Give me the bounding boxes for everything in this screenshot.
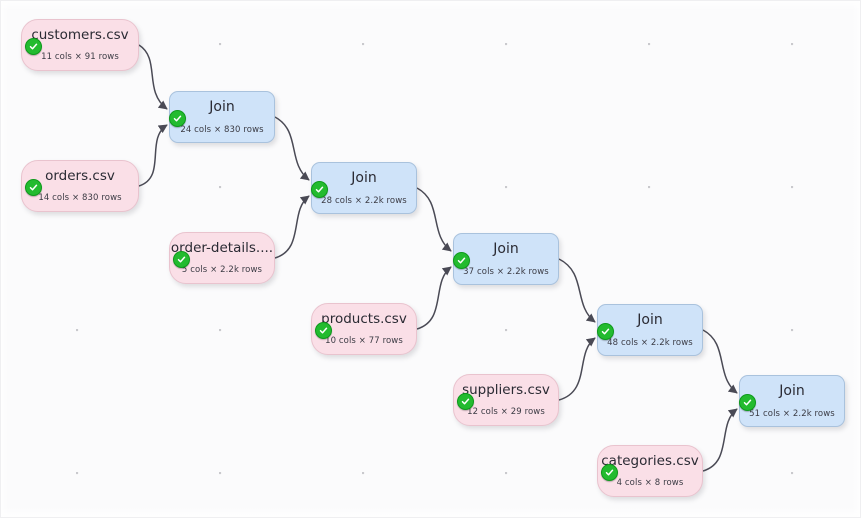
node-join-1[interactable]: Join 24 cols × 830 rows (169, 91, 275, 143)
node-subtitle: 4 cols × 8 rows (616, 478, 684, 489)
node-title: Join (779, 383, 805, 400)
node-suppliers-csv[interactable]: suppliers.csv 12 cols × 29 rows (453, 374, 559, 426)
node-title: suppliers.csv (462, 381, 550, 398)
node-products-csv[interactable]: products.csv 10 cols × 77 rows (311, 303, 417, 355)
check-icon (453, 252, 470, 269)
check-icon (601, 464, 618, 481)
node-subtitle: 10 cols × 77 rows (325, 336, 403, 347)
node-subtitle: 11 cols × 91 rows (41, 52, 119, 63)
node-join-3[interactable]: Join 37 cols × 2.2k rows (453, 233, 559, 285)
check-icon (173, 251, 190, 268)
node-subtitle: 14 cols × 830 rows (38, 193, 122, 204)
node-subtitle: 5 cols × 2.2k rows (181, 265, 263, 276)
check-icon (739, 394, 756, 411)
edge-join2-join3 (416, 187, 452, 252)
check-icon (25, 179, 42, 196)
node-title: Join (351, 170, 377, 187)
node-title: Join (209, 99, 235, 116)
node-title: orders.csv (45, 167, 115, 184)
node-subtitle: 12 cols × 29 rows (467, 407, 545, 418)
node-subtitle: 48 cols × 2.2k rows (607, 337, 693, 348)
check-icon (315, 322, 332, 339)
node-join-2[interactable]: Join 28 cols × 2.2k rows (311, 162, 417, 214)
node-categories-csv[interactable]: categories.csv 4 cols × 8 rows (597, 445, 703, 497)
node-title: categories.csv (601, 452, 699, 469)
edge-categories-join5 (702, 408, 738, 472)
node-title: Join (637, 312, 663, 329)
node-subtitle: 37 cols × 2.2k rows (463, 266, 549, 277)
node-subtitle: 28 cols × 2.2k rows (321, 195, 407, 206)
edge-orderdetails-join2 (274, 195, 310, 259)
node-subtitle: 51 cols × 2.2k rows (749, 408, 835, 419)
edge-customers-join1 (138, 44, 168, 110)
node-title: order-details.... (170, 239, 274, 256)
edge-products-join3 (416, 266, 452, 330)
check-icon (597, 323, 614, 340)
node-orders-csv[interactable]: orders.csv 14 cols × 830 rows (21, 160, 139, 212)
node-order-details-csv[interactable]: order-details.... 5 cols × 2.2k rows (169, 232, 275, 284)
edge-suppliers-join4 (558, 337, 596, 401)
node-subtitle: 24 cols × 830 rows (180, 124, 264, 135)
node-join-4[interactable]: Join 48 cols × 2.2k rows (597, 304, 703, 356)
node-title: customers.csv (31, 26, 129, 43)
check-icon (169, 110, 186, 127)
check-icon (25, 38, 42, 55)
edge-join1-join2 (274, 116, 310, 181)
node-title: products.csv (321, 310, 407, 327)
edge-orders-join1 (138, 124, 168, 187)
node-customers-csv[interactable]: customers.csv 11 cols × 91 rows (21, 19, 139, 71)
edge-join3-join4 (558, 258, 596, 323)
edge-join4-join5 (702, 329, 738, 394)
node-title: Join (493, 241, 519, 258)
check-icon (457, 393, 474, 410)
node-join-5[interactable]: Join 51 cols × 2.2k rows (739, 375, 845, 427)
check-icon (311, 181, 328, 198)
